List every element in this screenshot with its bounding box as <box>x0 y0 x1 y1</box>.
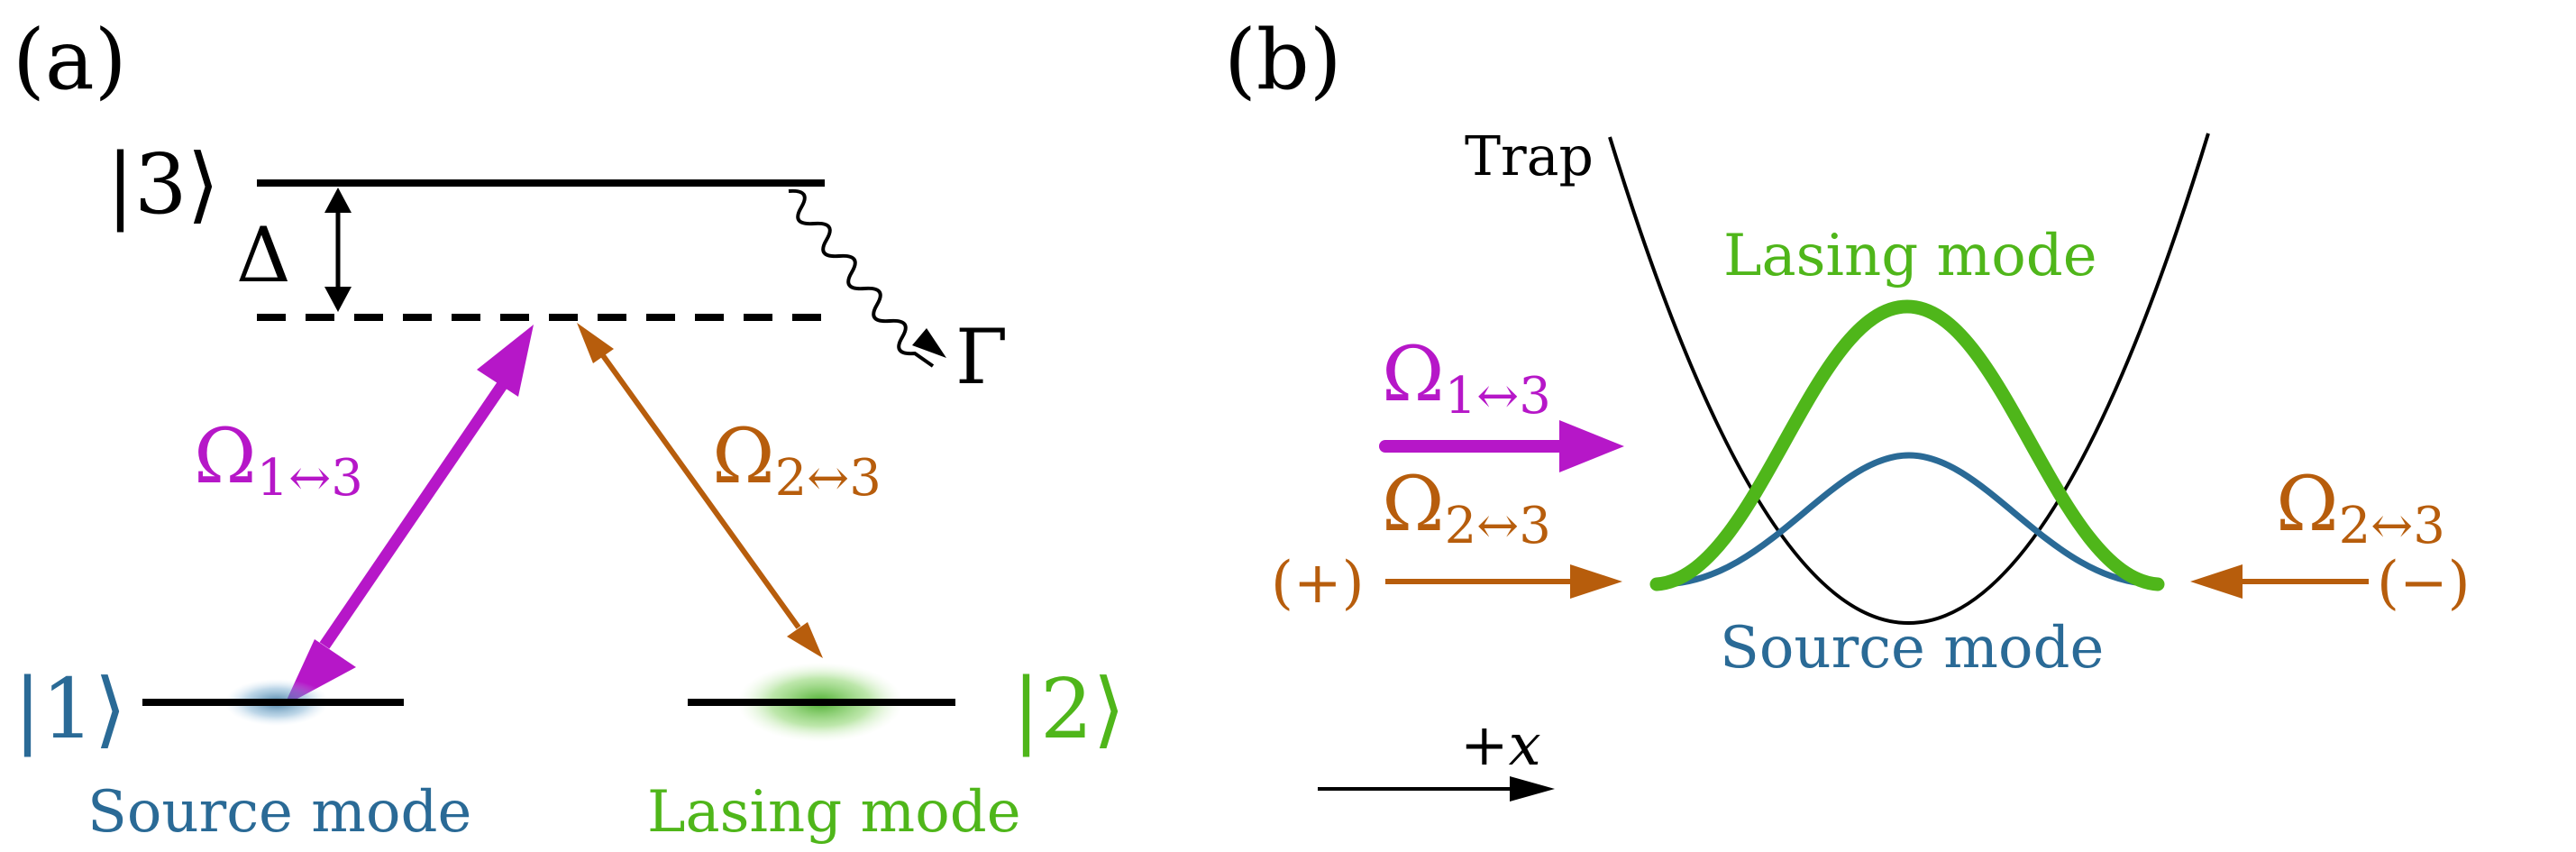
level-1-ket: |1⟩ <box>14 661 126 757</box>
lasing-mode-curve <box>1649 299 2165 591</box>
beam-omega-13-label: Ω1↔3 <box>1382 330 1551 426</box>
decay-wavy-arrow <box>788 188 946 368</box>
detuning-arrow <box>324 188 352 312</box>
plus-direction-label: (+) <box>1271 550 1365 617</box>
level-3-ket: |3⟩ <box>106 136 219 233</box>
decay-symbol: Γ <box>955 313 1008 401</box>
x-axis-label: +x <box>1460 712 1541 779</box>
detuning-symbol: Δ <box>236 211 291 299</box>
omega-13-label: Ω1↔3 <box>194 412 363 508</box>
trap-potential-curve <box>1608 133 2210 625</box>
beam-omega-23-minus-label: Ω2↔3 <box>2276 460 2445 555</box>
panel-a: (a) |3⟩ Δ Γ Ω1↔3 <box>13 12 1125 846</box>
omega-13-arrow <box>284 325 534 706</box>
source-mode-curve <box>1658 452 2160 588</box>
omega-23-arrow <box>577 323 823 658</box>
beam-omega-13-arrow <box>1379 420 1624 472</box>
source-mode-caption: Source mode <box>87 779 471 846</box>
beam-omega-23-plus-arrow <box>1385 564 1622 599</box>
beam-omega-23-plus-label: Ω2↔3 <box>1382 460 1551 555</box>
source-mode-label: Source mode <box>1720 615 2104 682</box>
panel-b: (b) Trap Lasing mode Source mode Ω1↔3 Ω2… <box>1224 12 2471 802</box>
minus-direction-label: (−) <box>2377 550 2471 617</box>
panel-a-label: (a) <box>13 12 127 108</box>
panel-b-label: (b) <box>1224 12 1342 108</box>
x-axis-arrow <box>1318 776 1555 802</box>
level-2-ket: |2⟩ <box>1012 661 1125 757</box>
lasing-mode-label: Lasing mode <box>1723 223 2097 289</box>
omega-23-label: Ω2↔3 <box>712 412 882 508</box>
lasing-mode-caption: Lasing mode <box>647 779 1021 846</box>
trap-label: Trap <box>1465 125 1594 188</box>
beam-omega-23-minus-arrow <box>2190 564 2369 599</box>
